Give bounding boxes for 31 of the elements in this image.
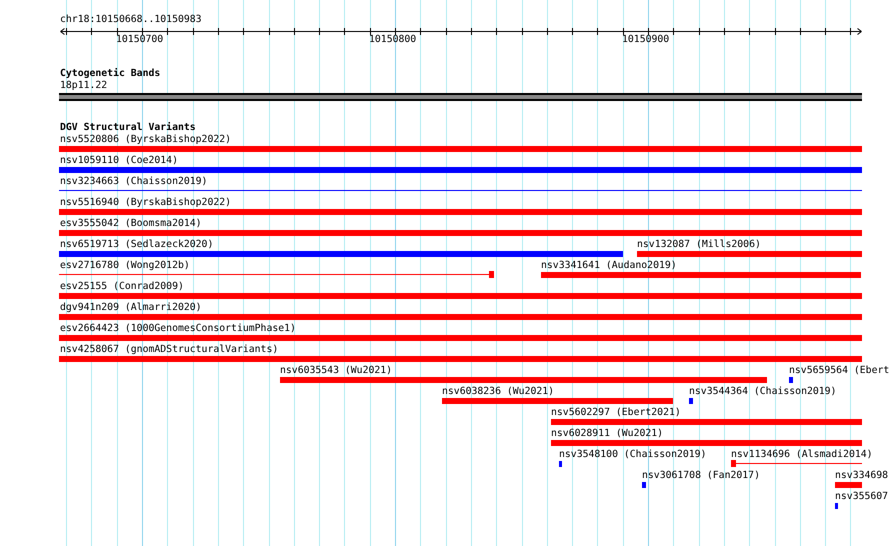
feature-label: nsv6038236 (Wu2021) — [442, 386, 554, 397]
feature-label: esv3555042 (Boomsma2014) — [60, 218, 202, 229]
feature-label: esv25155 (Conrad2009) — [60, 281, 184, 292]
tick-label: 10150900 — [622, 34, 670, 45]
feature-label: nsv355607 — [835, 491, 888, 502]
feature-label: nsv3341641 (Audano2019) — [541, 260, 677, 271]
tick-label: 10150700 — [116, 34, 164, 45]
feature-label: nsv3234663 (Chaisson2019) — [60, 176, 208, 187]
feature-label: esv2716780 (Wong2012b) — [60, 260, 190, 271]
feature-label: nsv6035543 (Wu2021) — [280, 365, 392, 376]
feature-label: nsv1059110 (Coe2014) — [60, 155, 178, 166]
band-label: 18p11.22 — [60, 80, 108, 91]
feature-label: nsv5659564 (Ebert — [789, 365, 890, 376]
track-heading: Cytogenetic Bands — [60, 68, 160, 79]
feature-label: nsv3548100 (Chaisson2019) — [559, 449, 706, 460]
feature-label: nsv334698 — [835, 470, 888, 481]
feature-label: nsv5520806 (ByrskaBishop2022) — [60, 134, 232, 145]
feature-label: dgv941n209 (Almarri2020) — [60, 302, 202, 313]
feature-label: esv2664423 (1000GenomesConsortiumPhase1) — [60, 323, 296, 334]
feature-label: nsv6028911 (Wu2021) — [551, 428, 664, 439]
track-heading: DGV Structural Variants — [60, 122, 196, 133]
feature-label: nsv132087 (Mills2006) — [637, 239, 761, 250]
feature-label: nsv4258067 (gnomADStructuralVariants) — [60, 344, 278, 355]
feature-label: nsv5516940 (ByrskaBishop2022) — [60, 197, 232, 208]
feature-label: nsv1134696 (Alsmadi2014) — [731, 449, 873, 460]
feature-label: nsv3544364 (Chaisson2019) — [689, 386, 836, 397]
feature-label: nsv3061708 (Fan2017) — [642, 470, 760, 481]
locus-label: chr18:10150668..10150983 — [60, 14, 202, 25]
feature-label: nsv6519713 (Sedlazeck2020) — [60, 239, 214, 250]
feature-label: nsv5602297 (Ebert2021) — [551, 407, 681, 418]
tick-label: 10150800 — [369, 34, 416, 45]
